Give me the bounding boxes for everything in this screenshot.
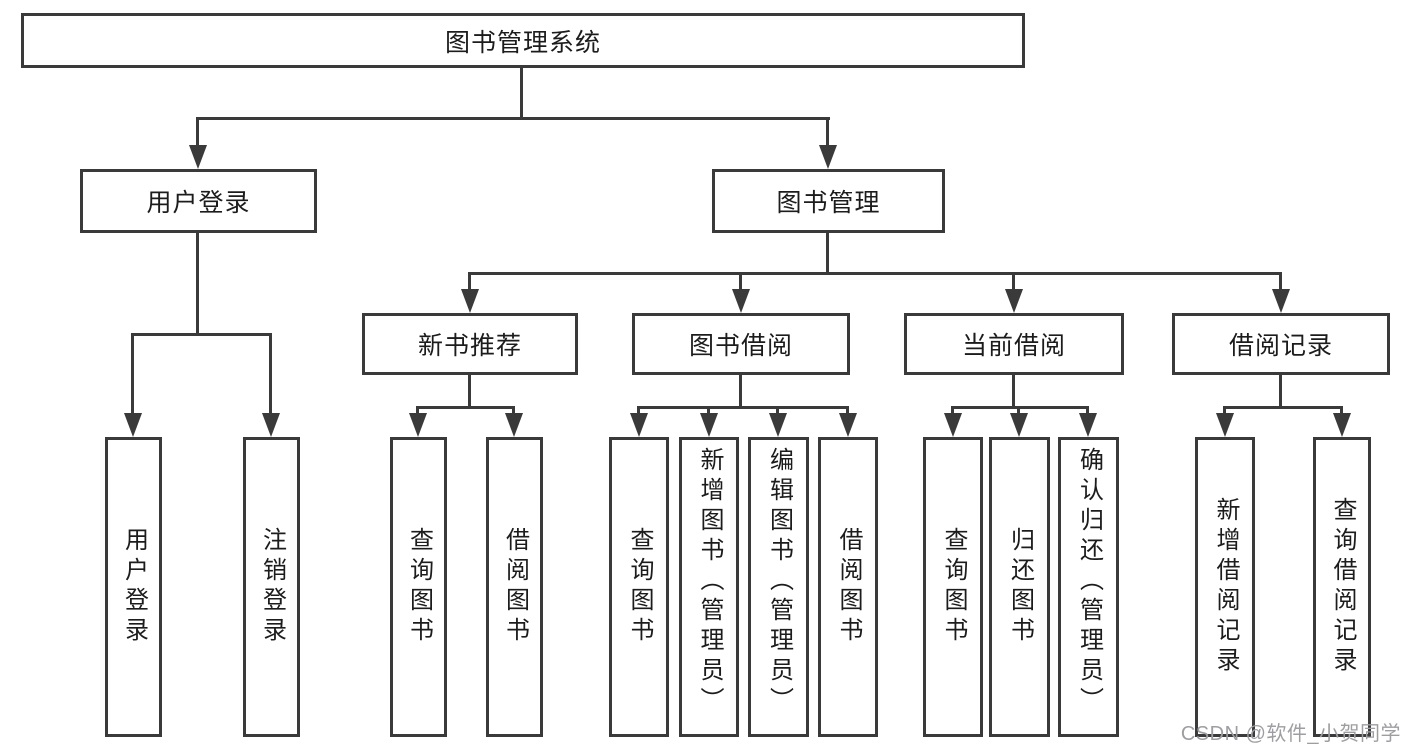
arrow-down-borrowing-borrow	[839, 413, 857, 437]
connector-drop-current-query	[951, 406, 954, 416]
arrow-down-book-borrowing	[732, 289, 750, 313]
connector-drop-borrowing-borrow	[846, 406, 849, 416]
node-book-borrowing: 图书借阅	[632, 313, 850, 375]
connector-drop-current-return	[1017, 406, 1020, 416]
connector-drop-recommend-borrow	[512, 406, 515, 416]
leaf-borrow-books-recommend-label: 借阅图书	[501, 527, 529, 647]
connector-root-stem	[520, 68, 523, 120]
connector-drop-borrowing-edit	[776, 406, 779, 416]
arrow-down-book-management	[819, 145, 837, 169]
arrow-down-borrowing-edit	[769, 413, 787, 437]
leaf-query-books-current-label: 查询图书	[940, 527, 967, 647]
node-book-management: 图书管理	[712, 169, 945, 233]
arrow-down-records-query	[1333, 413, 1351, 437]
leaf-confirm-return-admin: 确认归还（管理员）	[1058, 437, 1119, 737]
connector-current-stem	[1012, 375, 1015, 409]
connector-drop-records-query	[1340, 406, 1343, 416]
connector-records-stem	[1279, 375, 1282, 409]
leaf-add-books-admin: 新增图书（管理员）	[679, 437, 739, 737]
arrow-down-borrowing-add	[700, 413, 718, 437]
connector-records-split	[1223, 406, 1342, 409]
connector-drop-new-book-recommend	[468, 272, 471, 292]
node-book-management-label: 图书管理	[776, 189, 881, 217]
connector-user-login-stem	[196, 233, 199, 336]
connector-drop-current-borrowing	[1012, 272, 1015, 292]
node-book-borrowing-label: 图书借阅	[688, 332, 793, 360]
connector-drop-book-borrowing	[739, 272, 742, 292]
node-user-login-label: 用户登录	[146, 189, 251, 217]
arrow-down-borrowing-query	[630, 413, 648, 437]
leaf-query-books-recommend-label: 查询图书	[405, 527, 433, 647]
arrow-down-user-login	[189, 145, 207, 169]
connector-drop-records-add	[1223, 406, 1226, 416]
connector-book-management-stem	[826, 233, 829, 274]
connector-root-split	[197, 117, 830, 120]
node-root-system: 图书管理系统	[21, 13, 1025, 68]
arrow-down-current-confirm	[1079, 413, 1097, 437]
leaf-confirm-return-admin-label: 确认归还（管理员）	[1075, 447, 1103, 717]
arrow-down-recommend-query	[409, 413, 427, 437]
connector-recommend-stem	[468, 375, 471, 409]
connector-user-login-split	[131, 333, 272, 336]
arrow-down-new-book-recommend	[461, 289, 479, 313]
connector-recommend-split	[416, 406, 515, 409]
leaf-borrow-books: 借阅图书	[818, 437, 878, 737]
node-user-login: 用户登录	[80, 169, 317, 233]
leaf-logout-label: 注销登录	[258, 527, 286, 647]
node-current-borrowing: 当前借阅	[904, 313, 1124, 375]
arrow-down-leaf-logout	[262, 413, 280, 437]
leaf-query-books-current: 查询图书	[923, 437, 983, 737]
leaf-borrow-books-label: 借阅图书	[835, 527, 862, 647]
leaf-query-borrow-record-label: 查询借阅记录	[1329, 497, 1356, 677]
csdn-watermark: CSDN @软件_小贺同学	[1180, 723, 1401, 745]
connector-drop-borrowing-add	[707, 406, 710, 416]
connector-borrowing-stem	[739, 375, 742, 409]
leaf-return-books-label: 归还图书	[1006, 527, 1034, 647]
node-new-book-recommend: 新书推荐	[362, 313, 578, 375]
leaf-logout: 注销登录	[243, 437, 300, 737]
connector-drop-recommend-query	[416, 406, 419, 416]
leaf-add-borrow-record-label: 新增借阅记录	[1212, 497, 1239, 677]
arrow-down-current-borrowing	[1005, 289, 1023, 313]
leaf-return-books: 归还图书	[989, 437, 1050, 737]
leaf-query-books-borrowing: 查询图书	[609, 437, 669, 737]
arrow-down-current-query	[944, 413, 962, 437]
connector-drop-book-management	[826, 117, 829, 147]
leaf-query-books-borrowing-label: 查询图书	[626, 527, 653, 647]
leaf-borrow-books-recommend: 借阅图书	[486, 437, 543, 737]
connector-book-management-split	[468, 272, 1282, 275]
arrow-down-current-return	[1010, 413, 1028, 437]
leaf-add-books-admin-label: 新增图书（管理员）	[696, 447, 723, 717]
connector-drop-borrowing-query	[637, 406, 640, 416]
node-root-label: 图书管理系统	[444, 28, 601, 57]
arrow-down-records-add	[1216, 413, 1234, 437]
leaf-user-login-label: 用户登录	[120, 527, 148, 647]
leaf-edit-books-admin-label: 编辑图书（管理员）	[765, 447, 793, 717]
connector-drop-borrow-records	[1279, 272, 1282, 292]
arrow-down-leaf-login	[124, 413, 142, 437]
leaf-user-login: 用户登录	[105, 437, 162, 737]
leaf-add-borrow-record: 新增借阅记录	[1195, 437, 1255, 737]
leaf-query-borrow-record: 查询借阅记录	[1313, 437, 1371, 737]
connector-drop-leaf-login	[131, 333, 134, 415]
arrow-down-recommend-borrow	[505, 413, 523, 437]
node-borrow-records: 借阅记录	[1172, 313, 1390, 375]
connector-drop-user-login	[196, 117, 199, 147]
connector-borrowing-split	[637, 406, 848, 409]
leaf-edit-books-admin: 编辑图书（管理员）	[748, 437, 809, 737]
connector-drop-leaf-logout	[269, 333, 272, 415]
leaf-query-books-recommend: 查询图书	[390, 437, 447, 737]
node-current-borrowing-label: 当前借阅	[961, 332, 1066, 360]
node-borrow-records-label: 借阅记录	[1228, 332, 1333, 360]
node-new-book-recommend-label: 新书推荐	[417, 332, 522, 360]
connector-drop-current-confirm	[1086, 406, 1089, 416]
arrow-down-borrow-records	[1272, 289, 1290, 313]
